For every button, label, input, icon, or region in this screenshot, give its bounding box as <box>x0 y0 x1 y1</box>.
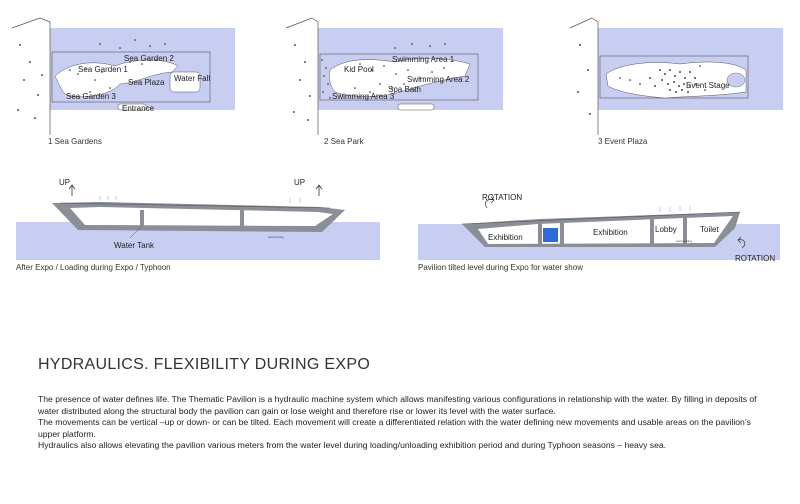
railings <box>99 196 117 200</box>
label-rotation-bottom: ROTATION <box>735 254 775 263</box>
label-entrance: Entrance <box>122 104 155 113</box>
sea-garden-islands <box>54 59 179 97</box>
label-sea-plaza: Sea Plaza <box>128 78 165 87</box>
pavilion-interior <box>70 207 333 226</box>
paragraph: The presence of water defines life. The … <box>38 394 757 416</box>
label-exhibition-1: Exhibition <box>488 233 523 242</box>
shoreline <box>570 20 598 135</box>
vegetation-dots <box>17 39 166 119</box>
park-ramp <box>397 103 435 111</box>
caption-section-2: Pavilion tilted level during Expo for wa… <box>418 263 583 272</box>
crowd-dots <box>293 43 446 121</box>
rotation-arrow-icon <box>485 196 495 209</box>
plan-sea-park: Swimming Area 1 Kid Pool Swimming Area 2… <box>285 17 503 146</box>
label-sea-garden-2: Sea Garden 2 <box>124 54 174 63</box>
label-water-fall: Water Fall <box>174 74 210 83</box>
label-pull-leveling: pull-leveling <box>676 239 692 243</box>
label-spa-bath: Spa Bath <box>388 85 421 94</box>
label-sea-garden-1: Sea Garden 1 <box>78 65 128 74</box>
railings <box>659 206 691 212</box>
caption-section-1: After Expo / Loading during Expo / Typho… <box>16 263 171 272</box>
label-up-right: UP <box>294 178 305 187</box>
label-lobby: Lobby <box>655 225 677 234</box>
label-sea-garden-3: Sea Garden 3 <box>66 92 116 101</box>
shoreline <box>12 20 50 135</box>
up-arrow-icon <box>315 184 323 196</box>
label-rotation-top: ROTATION <box>482 193 522 202</box>
water-tank-filled <box>543 228 558 242</box>
pavilion-outline <box>319 53 479 101</box>
diagram-canvas: Sea Garden 2 Sea Garden 1 Sea Plaza Wate… <box>11 17 783 272</box>
audience-dots <box>577 44 706 115</box>
label-up-left: UP <box>59 178 70 187</box>
label-toilet: Toilet <box>700 225 719 234</box>
label-swimming-area-3: Swimming Area 3 <box>332 92 395 101</box>
caption-plan-3: 3 Event Plaza <box>598 137 648 146</box>
plan-sea-gardens: Sea Garden 2 Sea Garden 1 Sea Plaza Wate… <box>11 17 235 146</box>
rotation-arrow-icon <box>737 236 746 249</box>
label-swimming-area-1: Swimming Area 1 <box>392 55 455 64</box>
stage-pool <box>726 72 746 88</box>
description: The presence of water defines life. The … <box>38 394 768 452</box>
paragraph: Hydraulics also allows elevating the pav… <box>38 440 667 451</box>
up-arrow-icon <box>68 184 76 196</box>
plan-event-plaza: Event Stage 3 Event Plaza <box>569 17 783 146</box>
paragraph: The movements can be vertical –up or dow… <box>38 417 751 439</box>
label-kid-pool: Kid Pool <box>344 65 374 74</box>
section-lifted: UP UP Water Tank pull-leveling After Exp… <box>16 178 380 272</box>
entrance-ramp <box>117 103 147 111</box>
label-exhibition-2: Exhibition <box>593 228 628 237</box>
page-heading: HYDRAULICS. FLEXIBILITY DURING EXPO <box>38 356 371 373</box>
pavilion-outline <box>51 51 211 103</box>
label-swimming-area-2: Swimming Area 2 <box>407 75 470 84</box>
pavilion-outline <box>599 55 749 99</box>
label-event-stage: Event Stage <box>686 81 730 90</box>
caption-plan-2: 2 Sea Park <box>324 137 365 146</box>
label-pull-leveling: pull-leveling <box>268 235 284 239</box>
shoreline <box>286 20 318 135</box>
section-tilted: ROTATION Exhibition Exhibition Lobby Toi… <box>418 193 780 272</box>
label-water-tank: Water Tank <box>114 241 155 250</box>
pool-deck <box>328 58 471 97</box>
water-fall-block <box>169 71 201 93</box>
caption-plan-1: 1 Sea Gardens <box>48 137 102 146</box>
event-plaza-deck <box>605 61 747 99</box>
